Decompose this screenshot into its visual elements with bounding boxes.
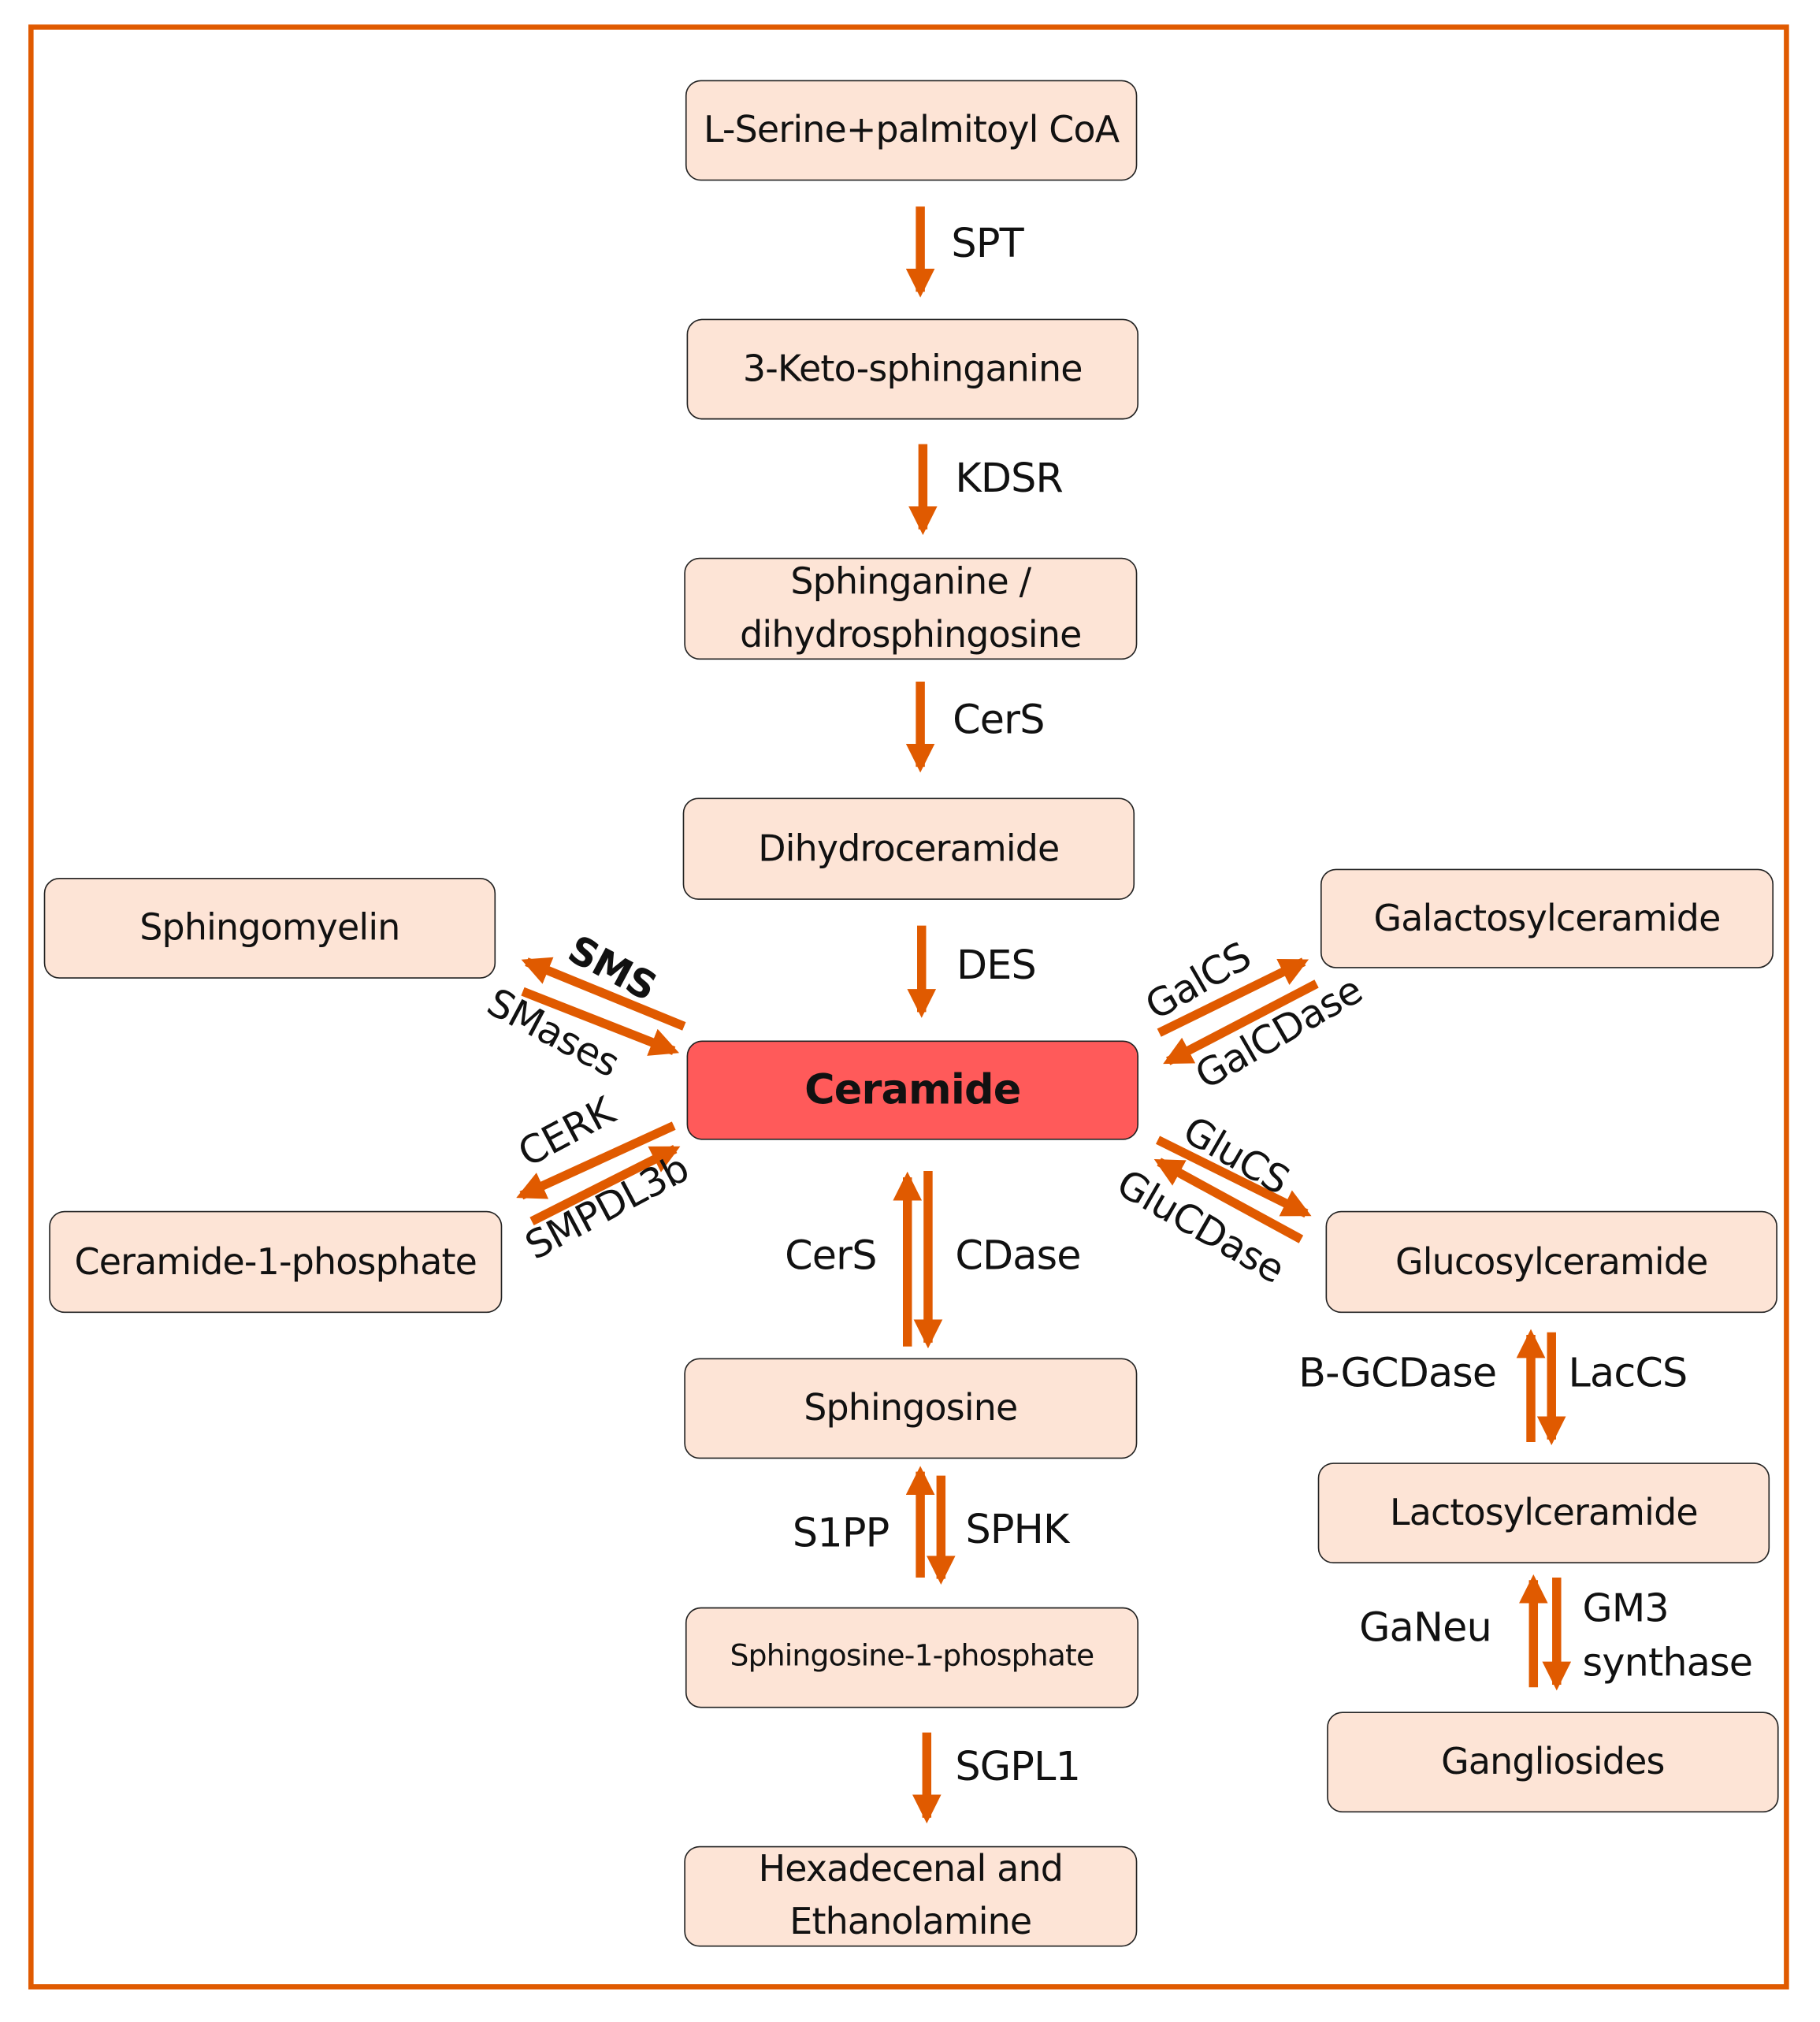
node-hexadecenal-ethanolamine: Hexadecenal and Ethanolamine (684, 1845, 1138, 1947)
enzyme-sgpl1: SGPL1 (955, 1744, 1081, 1791)
enzyme-spt: SPT (951, 221, 1023, 268)
node-ceramide-1-phosphate: Ceramide-1-phosphate (49, 1210, 503, 1314)
arrow-galcdase (1163, 979, 1319, 1065)
enzyme-bgcdase: B-GCDase (1298, 1350, 1497, 1397)
enzyme-laccs: LacCS (1568, 1350, 1688, 1397)
enzyme-kdsr: KDSR (955, 455, 1064, 503)
enzyme-gm3-synthase: GM3 synthase (1582, 1586, 1754, 1686)
node-dihydroceramide: Dihydroceramide (682, 797, 1135, 900)
arrow-sms (521, 957, 686, 1031)
node-galactosylceramide: Galactosylceramide (1320, 868, 1774, 968)
arrow-glucs (1156, 1136, 1312, 1218)
arrow-galcs (1157, 957, 1309, 1037)
node-glucosylceramide: Glucosylceramide (1325, 1210, 1777, 1314)
arrow-glucdase (1153, 1158, 1304, 1243)
arrow-cerk (516, 1121, 676, 1200)
node-keto-sphinganine: 3-Keto-sphinganine (686, 318, 1138, 420)
node-sphinganine: Sphinganine / dihydrosphingosine (684, 557, 1138, 660)
enzyme-cers-top: CerS (953, 697, 1045, 744)
diagram-frame (28, 24, 1789, 1990)
node-ceramide: Ceramide (686, 1040, 1138, 1140)
enzyme-sphk: SPHK (965, 1506, 1069, 1553)
node-sphingomyelin: Sphingomyelin (43, 878, 496, 979)
enzyme-ganeu: GaNeu (1359, 1604, 1492, 1652)
enzyme-cers-bottom: CerS (785, 1232, 877, 1280)
enzyme-s1pp: S1PP (792, 1510, 890, 1557)
enzyme-cdase: CDase (955, 1232, 1081, 1280)
node-sphingosine: Sphingosine (684, 1358, 1138, 1459)
enzyme-des: DES (956, 942, 1037, 989)
node-lactosylceramide: Lactosylceramide (1317, 1463, 1770, 1563)
node-serine: L-Serine+palmitoyl CoA (685, 80, 1138, 181)
node-sphingosine-1-phosphate: Sphingosine-1-phosphate (685, 1607, 1138, 1708)
node-gangliosides: Gangliosides (1327, 1712, 1779, 1813)
arrow-smpdl3b (529, 1144, 681, 1225)
arrow-smases (521, 987, 680, 1056)
